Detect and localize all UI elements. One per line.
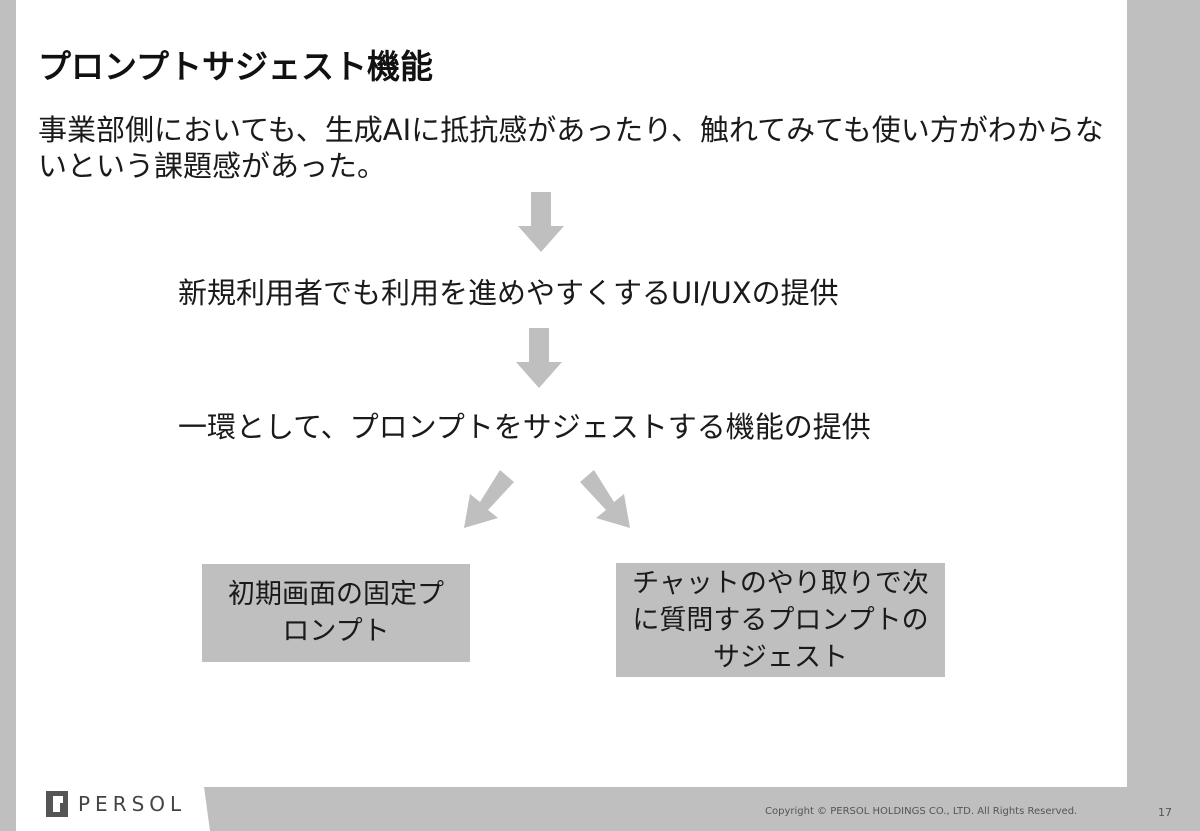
down-arrow-icon <box>516 328 562 388</box>
box-line: チャットのやり取りで次 <box>632 567 929 599</box>
next-prompt-suggest-box: チャットのやり取りで次 に質問するプロンプトの サジェスト <box>616 563 945 677</box>
box-line: ロンプト <box>282 616 390 647</box>
intro-text: 事業部側においても、生成AIに抵抗感があったり、触れてみても使い方がわからないと… <box>38 113 1104 183</box>
footer-bar <box>16 787 1200 831</box>
logo-text: PERSOL <box>78 792 187 816</box>
step-prompt-suggest: 一環として、プロンプトをサジェストする機能の提供 <box>178 410 871 444</box>
copyright-text: Copyright © PERSOL HOLDINGS CO., LTD. Al… <box>765 806 1078 817</box>
down-right-arrow-icon <box>580 470 630 528</box>
slide-title: プロンプトサジェスト機能 <box>38 47 434 86</box>
down-arrow-icon <box>518 192 564 252</box>
persol-logo-mark <box>46 791 68 817</box>
fixed-prompt-box: 初期画面の固定プ ロンプト <box>202 564 470 662</box>
persol-logo: PERSOL <box>46 790 186 818</box>
down-left-arrow-icon <box>464 470 514 528</box>
box-line: に質問するプロンプトの <box>632 604 929 636</box>
box-line: サジェスト <box>712 641 848 673</box>
box-line: 初期画面の固定プ <box>228 579 444 610</box>
logo-slant <box>190 787 210 831</box>
step-new-user-ux: 新規利用者でも利用を進めやすくするUI/UXの提供 <box>178 276 839 310</box>
page-number: 17 <box>1158 806 1172 819</box>
